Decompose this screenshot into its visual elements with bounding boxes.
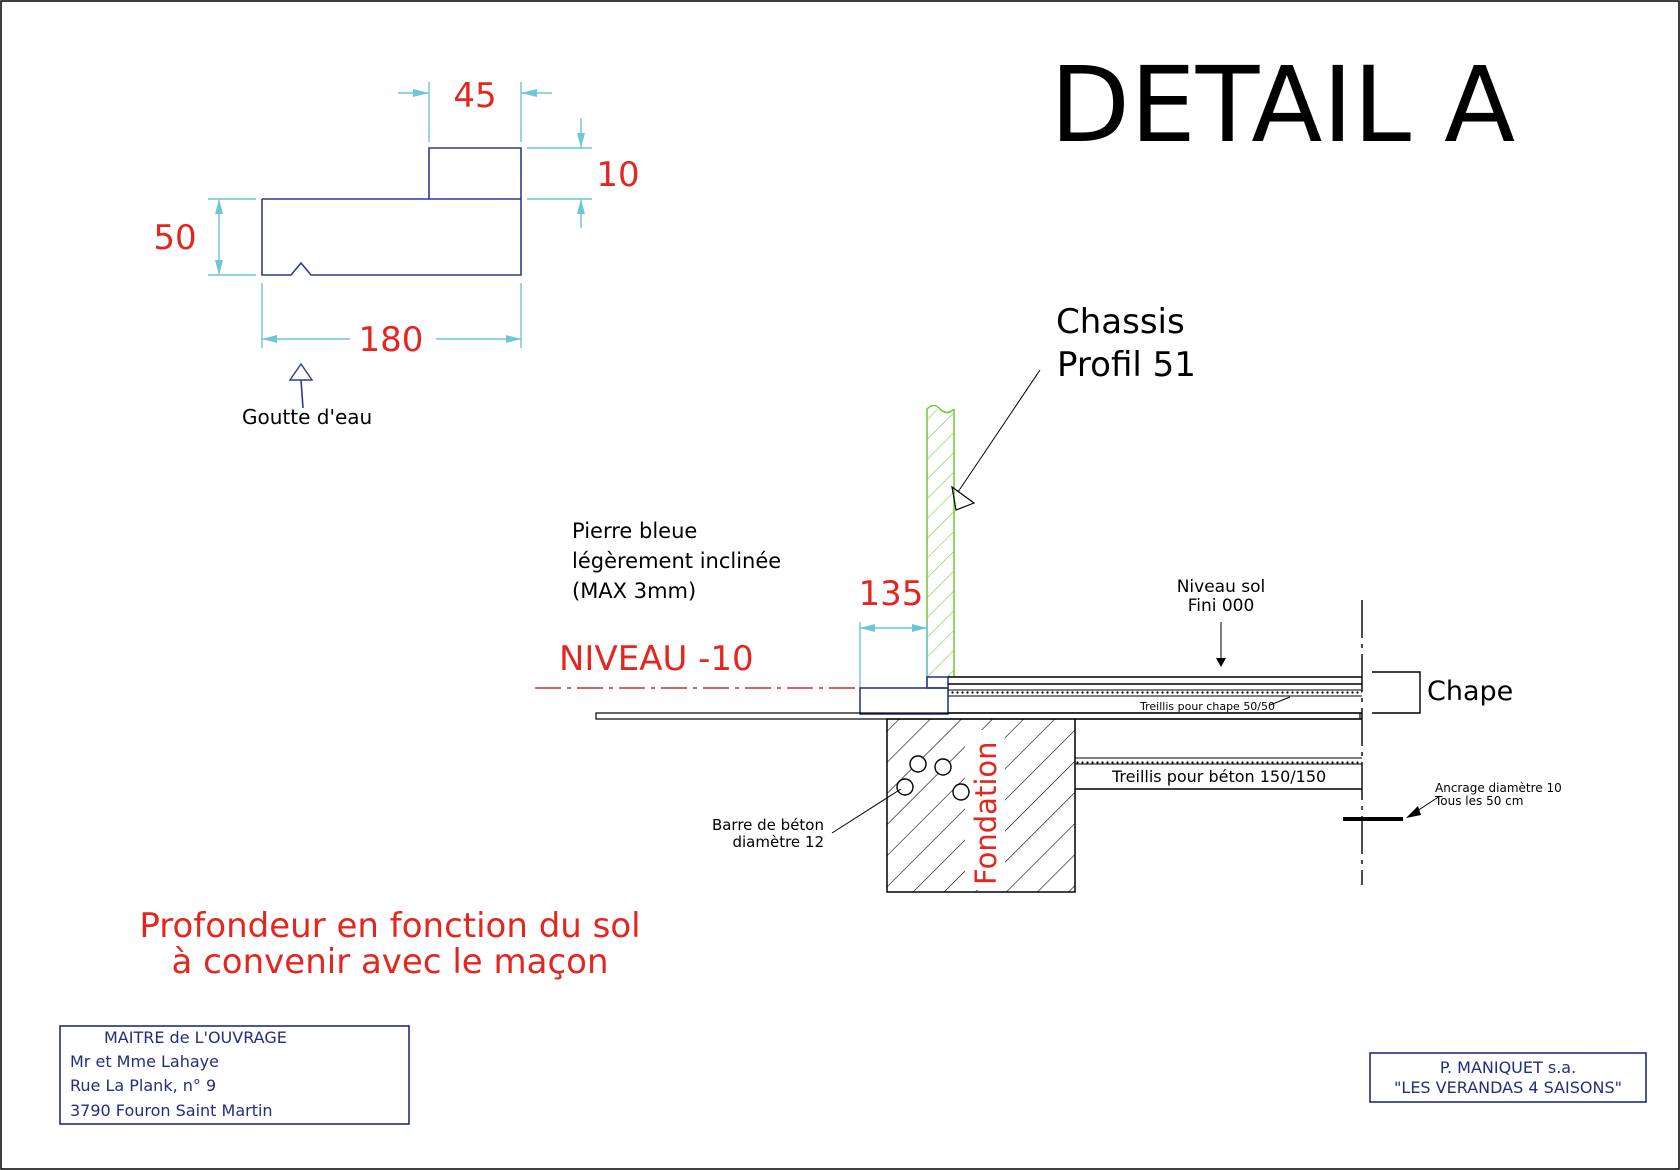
rebar-3	[896, 778, 914, 796]
owner-line1: Mr et Mme Lahaye	[70, 1052, 219, 1071]
foundation: Fondation	[886, 718, 1076, 893]
depth-note: Profondeur en fonction du sol à convenir…	[139, 906, 640, 982]
chassis-label-line1: Chassis	[1056, 302, 1185, 342]
screed-layers: Treillis pour chape 50/50	[948, 676, 1362, 714]
base-slab-line	[595, 712, 1361, 720]
level-minus-10: NIVEAU -10	[535, 639, 860, 689]
stone-note: Pierre bleue légèrement inclinée (MAX 3m…	[572, 519, 781, 603]
company-line2: "LES VERANDAS 4 SAISONS"	[1394, 1078, 1622, 1097]
stone-profile	[261, 147, 522, 276]
profile-outline	[261, 147, 522, 276]
depth-note-line1: Profondeur en fonction du sol	[139, 906, 640, 946]
dimension-50: 50	[153, 198, 256, 276]
chape-callout: Chape	[1372, 671, 1513, 714]
anchor-label-line1: Ancrage diamètre 10	[1435, 781, 1562, 795]
rebar-1	[909, 755, 927, 773]
stone-note-line1: Pierre bleue	[572, 519, 697, 543]
rebar-label-line1: Barre de béton	[712, 816, 824, 834]
dim-10-label: 10	[596, 155, 639, 195]
dimension-135: 135	[859, 574, 928, 688]
owner-box: MAITRE de L'OUVRAGE Mr et Mme Lahaye Rue…	[59, 1025, 410, 1125]
treillis-beton-label: Treillis pour béton 150/150	[1111, 767, 1326, 786]
finished-floor-level: Niveau sol Fini 000	[1177, 577, 1266, 667]
floor-level-line1: Niveau sol	[1177, 577, 1266, 597]
owner-heading: MAITRE de L'OUVRAGE	[104, 1028, 287, 1047]
stone-note-line2: légèrement inclinée	[572, 549, 781, 573]
dim-50-label: 50	[153, 218, 196, 258]
rebar-label-line2: diamètre 12	[732, 833, 824, 851]
drip-callout: Goutte d'eau	[242, 362, 372, 429]
treillis-chape-label: Treillis pour chape 50/50	[1139, 700, 1275, 713]
concrete-slab: Treillis pour béton 150/150	[1075, 718, 1362, 790]
drip-label: Goutte d'eau	[242, 405, 372, 429]
dimension-180: 180	[261, 283, 522, 360]
level-label: NIVEAU -10	[559, 639, 754, 679]
anchor-label-line2: Tous les 50 cm	[1434, 794, 1523, 808]
company-line1: P. MANIQUET s.a.	[1440, 1058, 1576, 1077]
chape-label: Chape	[1427, 676, 1513, 707]
threshold-stone	[859, 676, 949, 715]
anchor-axis: Ancrage diamètre 10 Tous les 50 cm	[1343, 600, 1562, 885]
rebar-callout: Barre de béton diamètre 12	[712, 788, 902, 851]
dim-135-label: 135	[859, 574, 924, 614]
title: DETAIL A	[1050, 44, 1515, 166]
dimension-45: 45	[398, 76, 552, 142]
stone-note-line3: (MAX 3mm)	[572, 579, 696, 603]
rebar-2	[934, 758, 952, 776]
dimension-10: 10	[527, 118, 640, 228]
company-box: P. MANIQUET s.a. "LES VERANDAS 4 SAISONS…	[1369, 1052, 1647, 1103]
chassis-callout: Chassis Profil 51	[951, 302, 1196, 511]
foundation-label: Fondation	[969, 742, 1003, 886]
floor-level-line2: Fini 000	[1188, 596, 1255, 616]
rebar-4	[952, 783, 970, 801]
chassis-label-line2: Profil 51	[1057, 345, 1196, 385]
dim-45-label: 45	[453, 76, 496, 116]
dim-180-label: 180	[359, 320, 424, 360]
depth-note-line2: à convenir avec le maçon	[171, 942, 608, 982]
owner-line3: 3790 Fouron Saint Martin	[70, 1101, 273, 1120]
owner-line2: Rue La Plank, n° 9	[70, 1076, 216, 1095]
chassis-profile	[926, 404, 955, 677]
